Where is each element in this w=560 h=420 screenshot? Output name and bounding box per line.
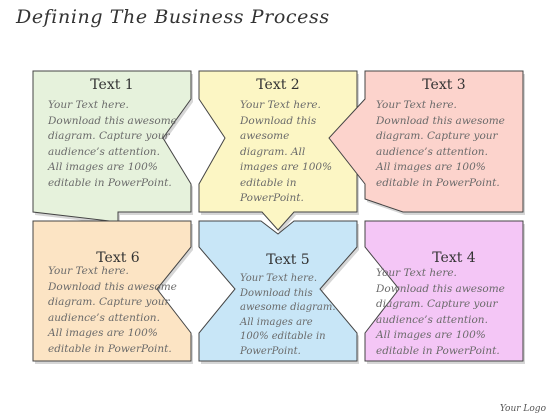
- logo-text: Your Logo: [499, 404, 546, 414]
- box-6-line: Download this awesome: [48, 280, 177, 293]
- box-1-line: All images are 100%: [48, 161, 158, 173]
- box-4-text: Your Text here. Download this awesome di…: [376, 266, 505, 359]
- box-6-title: Text 6: [96, 250, 140, 266]
- box-2-line: PowerPoint.: [240, 192, 304, 204]
- box-3-line: Download this awesome: [376, 114, 505, 127]
- box-3-title: Text 3: [422, 77, 466, 93]
- box-2-line: diagram. All: [240, 145, 306, 158]
- box-5-line: Download this: [240, 287, 313, 299]
- box-1-line: diagram. Capture your: [48, 130, 170, 142]
- box-5-title: Text 5: [266, 252, 310, 268]
- box-6-text: Your Text here. Download this awesome di…: [48, 264, 177, 357]
- box-3-line: editable in PowerPoint.: [376, 176, 500, 189]
- box-2-line: awesome: [240, 130, 290, 142]
- box-2-title: Text 2: [256, 77, 300, 93]
- box-2-line: images are 100%: [240, 161, 333, 173]
- box-5-shape: [198, 220, 358, 362]
- box-1-line: Download this awesome: [48, 114, 177, 127]
- box-4-line: All images are 100%: [376, 329, 486, 341]
- box-6-line: All images are 100%: [48, 327, 158, 339]
- box-2-line: Your Text here.: [240, 99, 321, 111]
- box-3-shape: [328, 70, 524, 213]
- page-title: Defining The Business Process: [16, 6, 330, 28]
- box-6-shape: [32, 220, 192, 362]
- box-5-line: PowerPoint.: [240, 345, 301, 357]
- box-5-line: All images are: [240, 316, 313, 328]
- box-6-line: audience’s attention.: [48, 311, 160, 324]
- box-6-line: diagram. Capture your: [48, 296, 170, 308]
- box-6-line: editable in PowerPoint.: [48, 342, 172, 355]
- box-1-line: audience’s attention.: [48, 145, 160, 158]
- box-1-text: Your Text here. Download this awesome di…: [48, 98, 177, 191]
- box-1-title: Text 1: [90, 77, 134, 93]
- box-3-line: audience’s attention.: [376, 145, 488, 158]
- box-3-line: All images are 100%: [376, 161, 486, 173]
- box-1-line: Your Text here.: [48, 99, 129, 111]
- box-2-text: Your Text here. Download this awesome di…: [240, 98, 332, 207]
- box-4-line: editable in PowerPoint.: [376, 344, 500, 357]
- box-5-line: awesome diagram.: [240, 302, 336, 313]
- box-5-line: Your Text here.: [240, 273, 318, 284]
- box-2-line: editable in: [240, 176, 297, 189]
- box-2-line: Download this: [240, 114, 317, 127]
- box-3-text: Your Text here. Download this awesome di…: [376, 98, 505, 191]
- box-1-shape: [32, 70, 192, 223]
- box-4-line: Download this awesome: [376, 282, 505, 295]
- box-4-line: audience’s attention.: [376, 313, 488, 326]
- box-3-line: diagram. Capture your: [376, 130, 498, 142]
- box-4-line: diagram. Capture your: [376, 298, 498, 310]
- box-6-line: Your Text here.: [48, 265, 129, 277]
- box-4-title: Text 4: [432, 250, 476, 266]
- box-1-line: editable in PowerPoint.: [48, 176, 172, 189]
- box-5-line: 100% editable in: [240, 331, 326, 342]
- box-4-line: Your Text here.: [376, 267, 457, 279]
- box-3-line: Your Text here.: [376, 99, 457, 111]
- box-5-text: Your Text here. Download this awesome di…: [240, 272, 336, 359]
- box-4-shape: [364, 220, 524, 362]
